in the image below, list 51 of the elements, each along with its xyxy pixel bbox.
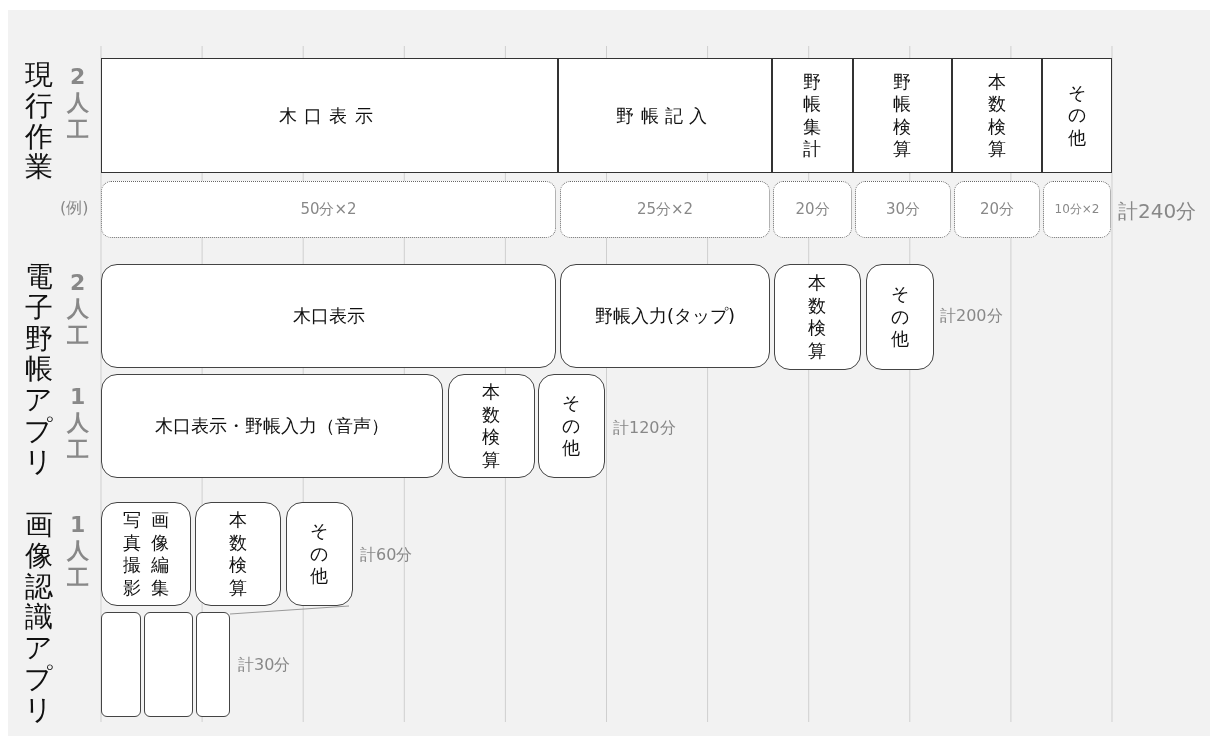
task-box: 木口表示 xyxy=(101,58,558,173)
task-label: 写真撮影 xyxy=(122,509,141,599)
task-label: 画像編集 xyxy=(151,509,170,599)
task-box xyxy=(952,58,1042,173)
task-box xyxy=(774,264,861,370)
time-box: 20分 xyxy=(773,181,852,238)
task-box xyxy=(853,58,952,173)
example-note: (例) xyxy=(60,198,89,219)
task-label: 野帳検算 xyxy=(893,70,912,161)
total-time: 計200分 xyxy=(940,306,1003,327)
task-box: 木口表示・野帳入力（音声） xyxy=(101,374,443,478)
worker-count: 1人工 xyxy=(66,512,90,592)
task-label: その他 xyxy=(890,283,910,351)
task-label: 本数検算 xyxy=(987,70,1007,161)
task-label: 本数検算 xyxy=(228,509,248,599)
task-box xyxy=(448,374,535,478)
task-box xyxy=(1042,58,1112,173)
task-box xyxy=(195,502,281,606)
task-box xyxy=(772,58,853,173)
empty-task-box xyxy=(144,612,193,717)
total-time: 計30分 xyxy=(238,655,291,676)
time-box: 10分×2 xyxy=(1043,181,1111,238)
time-box: 50分×2 xyxy=(101,181,556,238)
task-label: 本数検算 xyxy=(808,272,827,362)
task-box: 野帳記入 xyxy=(558,58,772,173)
task-box xyxy=(286,502,353,606)
empty-task-box xyxy=(196,612,230,717)
connector-line xyxy=(229,605,350,615)
time-box: 30分 xyxy=(855,181,951,238)
task-box xyxy=(866,264,934,370)
task-label: 野帳集計 xyxy=(803,70,822,161)
task-box xyxy=(101,502,191,606)
task-box: 野帳入力(タップ) xyxy=(560,264,770,368)
task-box xyxy=(538,374,605,478)
total-time: 計240分 xyxy=(1118,198,1197,225)
time-box: 25分×2 xyxy=(560,181,770,238)
task-label: その他 xyxy=(562,392,581,460)
worker-count: 2人工 xyxy=(66,270,90,350)
task-label: 本数検算 xyxy=(482,381,501,471)
task-label: その他 xyxy=(310,520,329,588)
empty-task-box xyxy=(101,612,141,717)
worker-count: 1人工 xyxy=(66,384,90,464)
row-title: 電子野帳アプリ xyxy=(24,262,54,478)
row-title: 画像認識アプリ xyxy=(24,510,54,726)
total-time: 計120分 xyxy=(613,418,676,439)
total-time: 計60分 xyxy=(360,545,413,566)
row-title: 現行作業 xyxy=(24,60,54,184)
time-box: 20分 xyxy=(954,181,1040,238)
task-box: 木口表示 xyxy=(101,264,556,368)
task-label: その他 xyxy=(1067,81,1087,150)
worker-count: 2人工 xyxy=(66,64,90,144)
